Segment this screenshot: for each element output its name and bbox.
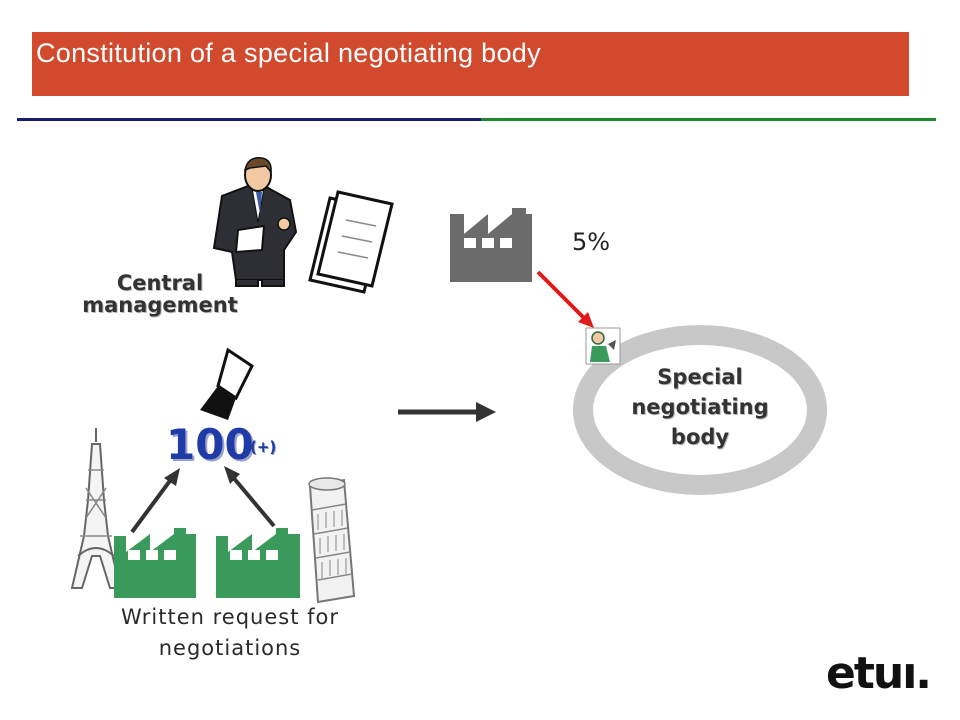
employee-count: 100 bbox=[166, 420, 254, 469]
request-line2: negotiations bbox=[158, 636, 302, 660]
slide-title: Constitution of a special negotiating bo… bbox=[36, 38, 541, 68]
businessman-icon bbox=[212, 157, 298, 287]
documents-icon bbox=[308, 190, 394, 294]
red-arrow bbox=[536, 270, 594, 328]
request-label: Written request for negotiations bbox=[90, 602, 370, 664]
etui-logo: etuı. bbox=[826, 648, 932, 699]
eiffel-tower-icon bbox=[70, 428, 122, 589]
divider-right bbox=[481, 118, 936, 121]
request-line1: Written request for bbox=[120, 605, 340, 629]
black-arrow bbox=[398, 402, 496, 422]
snb-ring bbox=[573, 325, 827, 495]
divider-left bbox=[17, 118, 481, 121]
factory-icon bbox=[450, 208, 532, 282]
snb-line1: Special bbox=[657, 365, 743, 389]
snb-line3: body bbox=[670, 425, 730, 449]
central-management-line2: management bbox=[82, 293, 238, 317]
central-management-label: Central management bbox=[60, 272, 260, 316]
factory-icon bbox=[114, 528, 196, 598]
arrow-up-right bbox=[224, 466, 276, 528]
central-management-line1: Central bbox=[116, 271, 204, 295]
percent-label: 5% bbox=[572, 228, 611, 256]
arrow-up-left bbox=[130, 468, 180, 534]
fountain-pen-icon bbox=[200, 347, 254, 420]
title-bar bbox=[32, 32, 909, 96]
snb-line2: negotiating bbox=[631, 395, 769, 419]
employee-count-suffix: (+) bbox=[250, 438, 277, 456]
factory-icon bbox=[216, 528, 300, 598]
pisa-tower-icon bbox=[308, 477, 356, 604]
snb-label: Special negotiating body bbox=[610, 362, 790, 452]
worker-icon bbox=[585, 327, 621, 365]
